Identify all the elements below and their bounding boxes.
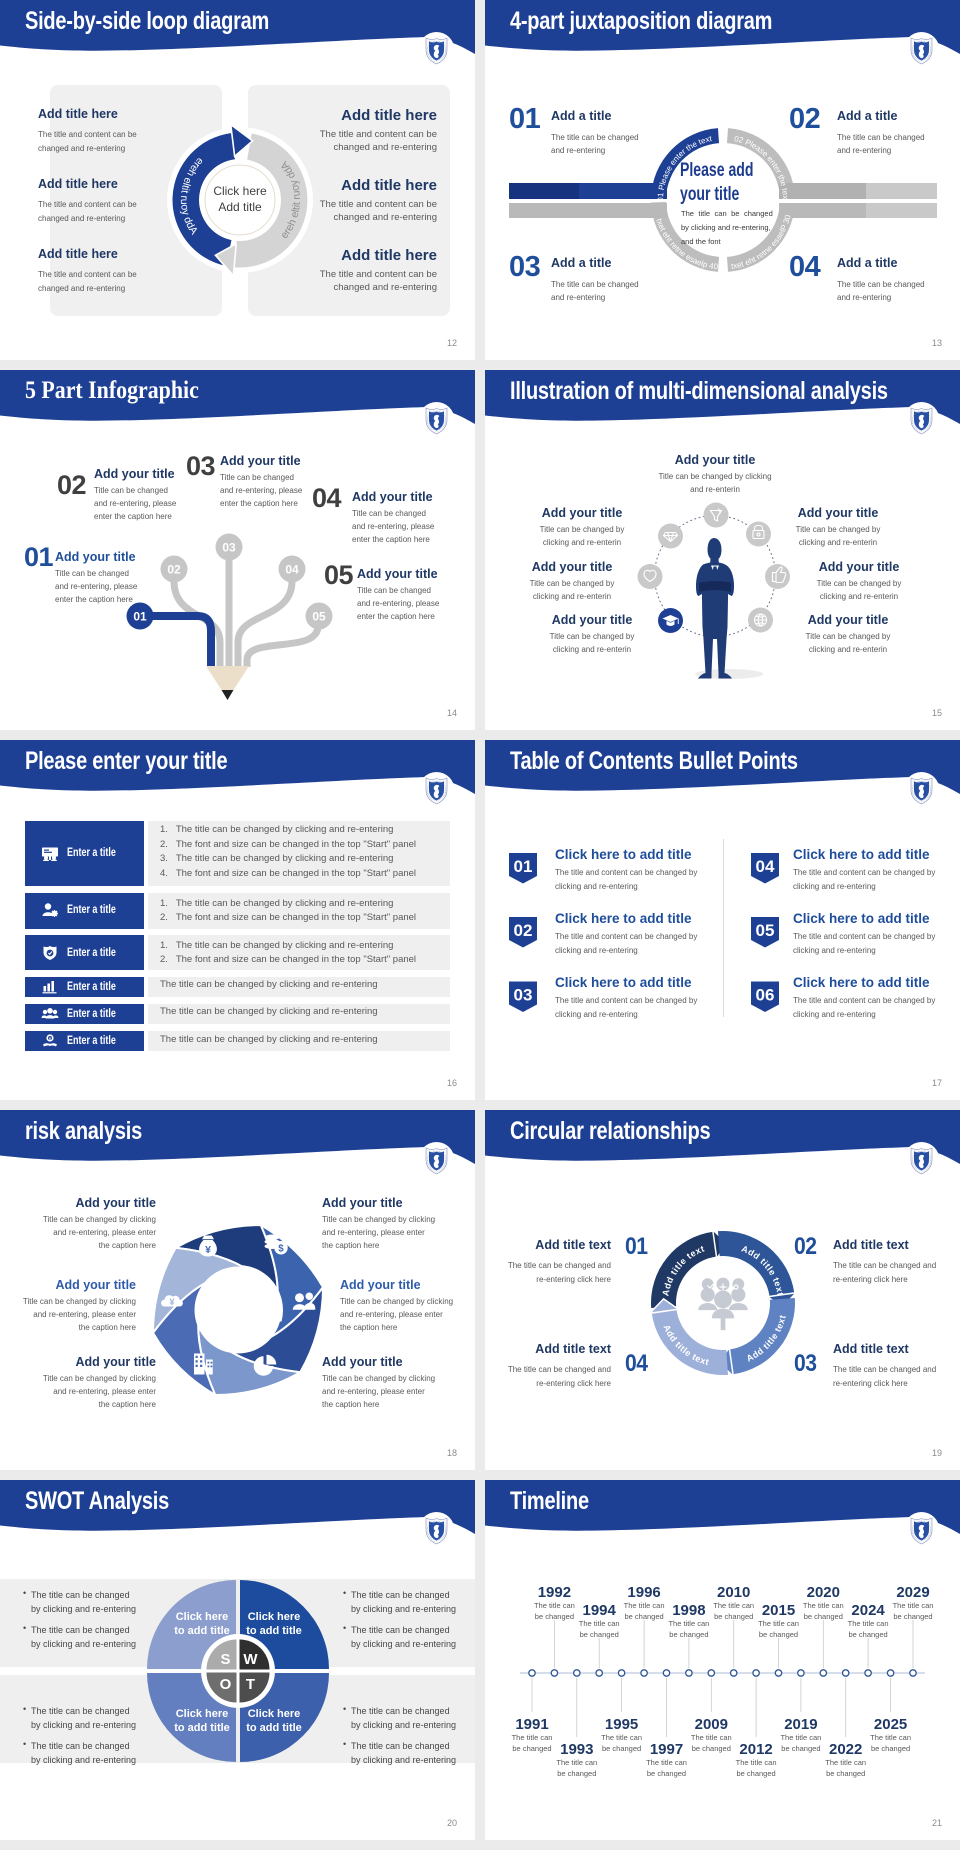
- svg-text:04: 04: [285, 563, 299, 577]
- svg-text:03: 03: [222, 541, 236, 555]
- svg-text:03: 03: [514, 986, 533, 1005]
- svg-text:05: 05: [312, 610, 326, 624]
- svg-text:02: 02: [167, 563, 181, 577]
- svg-text:05: 05: [756, 921, 775, 940]
- svg-text:$: $: [278, 1244, 284, 1255]
- svg-text:01: 01: [133, 610, 147, 624]
- svg-text:01: 01: [514, 857, 533, 876]
- svg-text:02: 02: [514, 921, 533, 940]
- svg-text:¥: ¥: [169, 1297, 174, 1307]
- svg-text:06: 06: [756, 986, 775, 1005]
- svg-text:S: S: [220, 1651, 230, 1668]
- svg-text:O: O: [220, 1676, 232, 1693]
- svg-text:04: 04: [756, 857, 775, 876]
- svg-text:W: W: [243, 1651, 258, 1668]
- svg-text:¥: ¥: [49, 1036, 52, 1041]
- svg-text:T: T: [246, 1676, 255, 1693]
- svg-text:¥: ¥: [205, 1244, 211, 1256]
